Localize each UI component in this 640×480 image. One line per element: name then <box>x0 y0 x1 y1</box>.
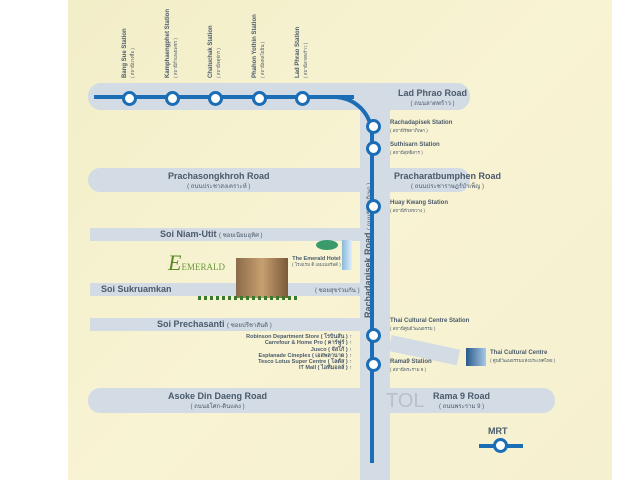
station-label: Suthisarn Station( สถานีสุทธิสาร ) <box>390 142 440 155</box>
station-marker[interactable] <box>366 357 381 372</box>
station-marker[interactable] <box>366 141 381 156</box>
station-label: Rama9 Station( สถานีพระราม 9 ) <box>390 359 432 372</box>
hotel-label: The Emerald Hotel( โรงแรม ดิ เอมเมอรัลด์… <box>292 256 341 268</box>
road-label: Prachasongkhroh Road( ถนนประชาสงเคราะห์ … <box>168 171 270 190</box>
road-sukruamkan <box>90 283 360 296</box>
hotel-logo-icon <box>316 240 338 250</box>
road-label: Soi Sukruamkan <box>101 284 172 294</box>
road-pracharatbumphen <box>390 168 470 192</box>
toll-label: TOL <box>386 390 425 412</box>
station-marker[interactable] <box>366 328 381 343</box>
station-marker[interactable] <box>295 91 310 106</box>
road-asoke <box>88 388 360 413</box>
station-label: Huay Kwang Station( สถานีห้วยขวาง ) <box>390 200 449 213</box>
road-niam-utit <box>90 228 360 241</box>
station-label: Phahon Yothin Station( สถานีพหลโยธิน ) <box>252 14 265 78</box>
station-marker[interactable] <box>208 91 223 106</box>
road-label: Lad Phrao Road( ถนนลาดพร้าว ) <box>398 88 468 107</box>
emerald-building <box>236 258 288 298</box>
road-label: Pracharatbumphen Road( ถนนประชาราษฎร์บำเ… <box>394 171 502 190</box>
station-label: Rachadapisek Station( สถานีรัชดาภิเษก ) <box>390 120 453 133</box>
station-label: Lad Phrao Station( สถานีลาดพร้าว ) <box>295 26 308 78</box>
cultural-centre-label: Thai Cultural Centre( ศูนย์วัฒนธรรมแห่งป… <box>490 350 556 363</box>
map: Lad Phrao Road( ถนนลาดพร้าว ) Prachasong… <box>68 0 612 480</box>
road-label: Rama 9 Road( ถนนพระราม 9 ) <box>433 391 491 410</box>
station-marker[interactable] <box>165 91 180 106</box>
station-marker[interactable] <box>252 91 267 106</box>
station-label: Kamphaengphet Station( สถานีกำแพงเพชร ) <box>165 8 178 78</box>
emerald-logo: EEMERALD <box>168 250 225 275</box>
road-label: ( ซอยสุขร่วมกัน ) <box>315 288 360 294</box>
mrt-line-vertical <box>370 130 374 463</box>
station-label: Thai Cultural Centre Station( สถานีศูนย์… <box>390 318 470 331</box>
cultural-centre-building-icon <box>466 348 486 366</box>
station-label: Chatuchak Station( สถานีจตุจักร ) <box>208 25 221 78</box>
road-prechasanti <box>90 318 360 331</box>
road-label: Soi Niam-Utit ( ซอยเนียมอุทิศ ) <box>160 229 263 239</box>
poi-list: Robinson Department Store ( โรบินสัน ) ↑… <box>246 334 352 372</box>
trees <box>198 296 298 300</box>
station-marker[interactable] <box>366 199 381 214</box>
road-label: Soi Prechasanti ( ซอยปรีชาสันติ ) <box>157 319 272 329</box>
road-rama9 <box>390 388 555 413</box>
station-marker[interactable] <box>366 119 381 134</box>
mrt-line-horizontal <box>94 95 354 99</box>
road-label: Asoke Din Daeng Road( ถนนอโศก-ดินแดง ) <box>168 391 268 410</box>
station-label: Bang Sue Station( สถานีบางซื่อ ) <box>122 28 135 78</box>
legend-station-icon <box>493 438 508 453</box>
hotel-tower-icon <box>342 240 352 270</box>
station-marker[interactable] <box>122 91 137 106</box>
road-prachasongkhroh <box>88 168 360 192</box>
legend-label: MRT <box>488 426 508 436</box>
